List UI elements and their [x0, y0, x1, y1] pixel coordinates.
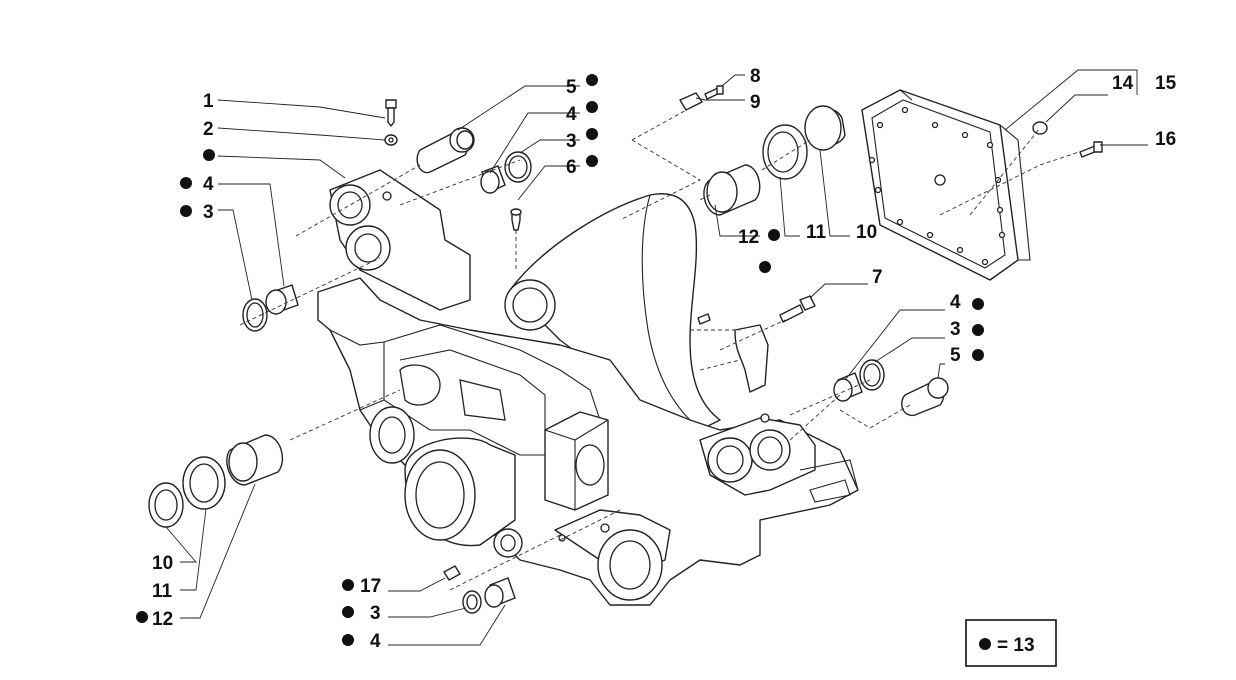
bolt-part-7 [779, 295, 816, 323]
standard-part-dot [342, 634, 354, 646]
legend-box: = 13 [965, 619, 1057, 667]
standard-part-dot [972, 349, 984, 361]
nut-part-2 [384, 134, 398, 146]
callout-6: 6 [566, 157, 577, 178]
callout-4-bottom: 4 [370, 631, 381, 652]
callout-5-right: 5 [950, 345, 961, 366]
legend-text: = 13 [997, 635, 1035, 656]
callout-5-top: 5 [566, 77, 577, 98]
standard-part-dot [759, 261, 771, 273]
dowel-pin [697, 313, 711, 325]
standard-part-dot [180, 205, 192, 217]
callout-3-left: 3 [203, 202, 214, 223]
clip-part-9 [679, 92, 703, 111]
sleeve-part-12-top [703, 164, 761, 216]
callout-8: 8 [750, 66, 761, 87]
callout-4-top: 4 [566, 104, 577, 125]
sleeve-part-12-bottom [226, 434, 283, 486]
bearing-part-11-bottom [182, 456, 226, 510]
pin-part-5-right [901, 377, 949, 417]
standard-part-dot [180, 177, 192, 189]
callout-1: 1 [203, 91, 214, 112]
callout-10-top: 10 [856, 222, 877, 243]
screw-part-16 [1079, 141, 1103, 158]
ring-part-3-left [242, 298, 268, 332]
standard-part-dot [203, 149, 215, 161]
legend-dot-icon [979, 638, 991, 650]
standard-part-dot [136, 611, 148, 623]
callout-4-right: 4 [950, 292, 961, 313]
standard-part-dot [342, 606, 354, 618]
assembly-lines [239, 107, 1086, 591]
standard-part-dot [972, 298, 984, 310]
ring-part-3-bottom [462, 590, 482, 614]
standard-part-dot [972, 324, 984, 336]
callout-7: 7 [872, 267, 883, 288]
standard-part-dot [586, 101, 598, 113]
bushing-part-4-left [265, 284, 299, 315]
callout-16: 16 [1155, 129, 1176, 150]
clamp-bracket [734, 324, 769, 393]
grease-nipple-part-6 [510, 208, 522, 231]
standard-part-dot [768, 229, 780, 241]
callout-12-top: 12 [738, 227, 759, 248]
callout-12-bottom: 12 [152, 609, 173, 630]
bushing-part-4-right [833, 372, 863, 402]
bushing-part-4-bottom [484, 577, 516, 608]
cover-plate-part-14 [861, 89, 1031, 281]
callout-11-bottom: 11 [152, 581, 173, 602]
plug-part-15 [1032, 121, 1048, 135]
callout-11-top: 11 [806, 222, 827, 243]
bearing-part-11-top [762, 124, 808, 180]
main-axle-housing [317, 169, 859, 606]
standard-part-dot [342, 579, 354, 591]
pin-part-5-top [416, 127, 475, 174]
bolt-part-1 [385, 99, 397, 127]
callout-3-right: 3 [950, 319, 961, 340]
callout-3-bottom: 3 [370, 603, 381, 624]
callout-15: 15 [1155, 73, 1177, 94]
standard-part-dot [586, 128, 598, 140]
cap-part-10-bottom [148, 482, 184, 528]
ring-part-3-top [504, 151, 532, 183]
screw-part-8 [704, 85, 724, 100]
ring-part-3-right [859, 359, 885, 391]
plug-part-17 [443, 565, 461, 581]
callout-4-left: 4 [203, 174, 214, 195]
cap-part-10-top [804, 105, 846, 151]
standard-part-dot [586, 155, 598, 167]
standard-part-dot [586, 74, 598, 86]
callout-17: 17 [360, 576, 381, 597]
callout-10-bottom: 10 [152, 553, 173, 574]
leader-lines [165, 69, 1148, 646]
callout-9: 9 [750, 92, 761, 113]
callout-2: 2 [203, 119, 214, 140]
callout-3-top: 3 [566, 131, 577, 152]
callout-14: 14 [1112, 73, 1134, 94]
